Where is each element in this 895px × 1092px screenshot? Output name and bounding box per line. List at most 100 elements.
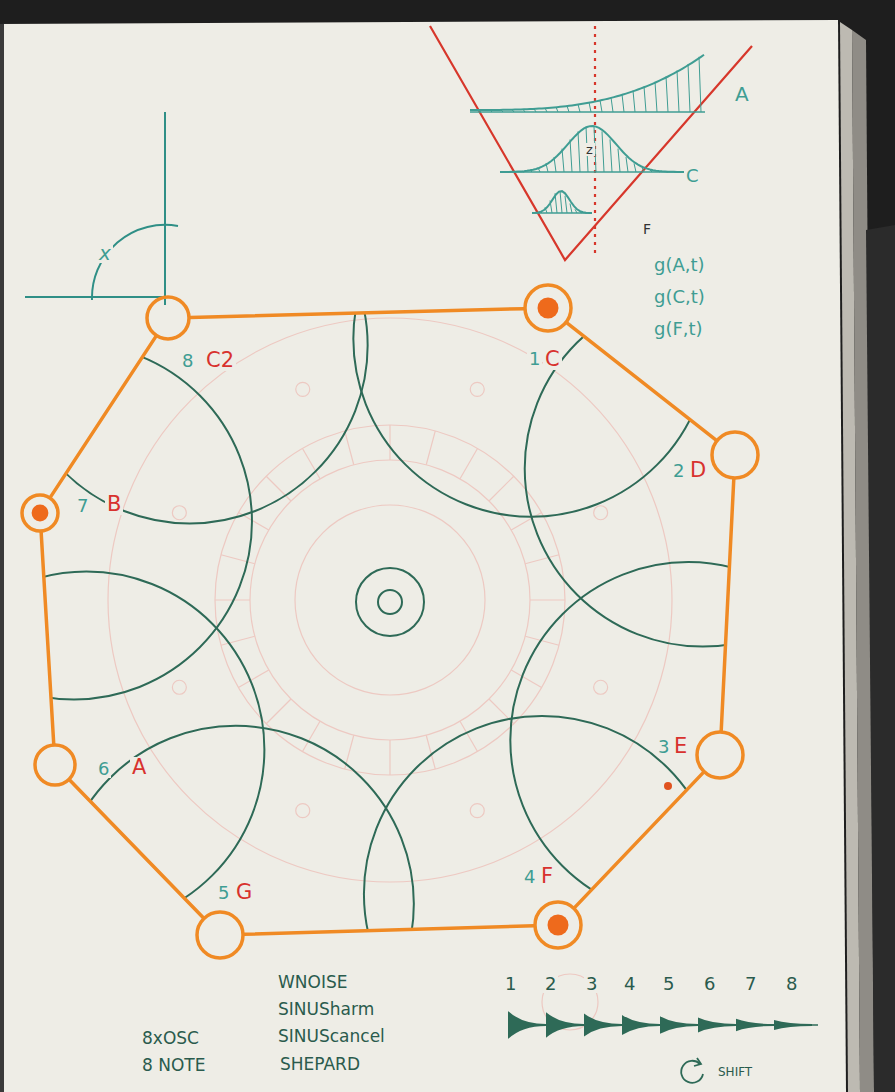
hatch [479, 110, 481, 112]
step-number: 6 [96, 760, 111, 778]
circle-ring [525, 285, 571, 331]
hatch [506, 171, 508, 172]
faint-ray [389, 740, 390, 775]
faint-ray [266, 476, 291, 501]
note-circle: 5G [195, 910, 245, 960]
hatch [565, 196, 567, 213]
curve-label: C [684, 167, 701, 185]
step-number: 4 [622, 975, 637, 993]
step-number: 4 [522, 868, 537, 886]
circle-outline [533, 900, 583, 950]
faint-circle [594, 680, 608, 694]
curve [532, 191, 592, 213]
step-number: 2 [671, 462, 686, 480]
circle-ring [712, 432, 758, 478]
octagon-side [41, 532, 54, 744]
angle-label: x [97, 243, 113, 263]
hatch [644, 86, 646, 112]
circle-outline [523, 283, 573, 333]
octagon-side [575, 772, 704, 907]
hatch [578, 131, 580, 172]
faint-circle [250, 460, 530, 740]
hatch [585, 212, 587, 213]
hatch [555, 193, 557, 213]
hatch [535, 212, 537, 213]
step-number: 2 [543, 975, 558, 993]
center-ring [378, 590, 402, 614]
hatch [578, 104, 580, 112]
hatch [514, 171, 516, 172]
step-number: 1 [527, 350, 542, 368]
faint-circle [172, 506, 186, 520]
decay-wedge [736, 1019, 774, 1031]
hatch [602, 131, 604, 172]
step-number: 7 [75, 497, 90, 515]
note-circle: 6A [33, 743, 77, 787]
octagon-side [190, 309, 524, 318]
sketch-arc [353, 161, 709, 517]
notebook-page [0, 20, 846, 1092]
faint-circle [215, 425, 565, 775]
hatch [530, 170, 532, 172]
mode-name: SINUScancel [276, 1028, 387, 1045]
note-circle: 8C2 [145, 295, 191, 341]
note-circle: 3E [695, 730, 745, 780]
shift-icon [681, 1058, 703, 1083]
step-number: 5 [216, 884, 231, 902]
function-label: g(C,t) [652, 288, 707, 306]
octagon-side [70, 780, 204, 918]
hatch [655, 82, 657, 112]
circle-ring [35, 745, 75, 785]
faint-ray [345, 431, 354, 465]
center-ring [356, 568, 424, 636]
sketch-arc [510, 562, 866, 918]
hatch [556, 107, 558, 112]
spec-note: 8xOSC [140, 1030, 201, 1047]
faint-circle [296, 804, 310, 818]
hatch [688, 64, 690, 112]
sketch-arc [0, 572, 264, 928]
note-name: F [539, 866, 555, 887]
faint-ray [389, 425, 390, 460]
decay-wedge [660, 1016, 698, 1034]
circle-outline [33, 743, 77, 787]
hatch [634, 163, 636, 172]
hatch [600, 100, 602, 112]
faint-ray [530, 599, 565, 600]
note-name: A [130, 757, 148, 778]
step-number: 8 [784, 975, 799, 993]
circle-outline [145, 295, 191, 341]
faint-ray [489, 476, 514, 501]
hatch [570, 139, 572, 172]
hatch [575, 209, 577, 213]
faint-circle [296, 382, 310, 396]
hatch [562, 149, 564, 172]
hatch [512, 110, 514, 112]
octagon-side [721, 479, 734, 731]
decay-wedge [584, 1014, 622, 1037]
filled-dot [538, 298, 559, 319]
function-label: g(F,t) [652, 320, 705, 338]
step-number: 7 [743, 975, 758, 993]
filled-dot [32, 505, 49, 522]
hatch [490, 110, 492, 112]
faint-ray [525, 555, 559, 564]
mode-name: SINUSharm [276, 1001, 376, 1018]
hatch [545, 108, 547, 112]
baseline [470, 111, 705, 112]
circle-ring [535, 902, 581, 948]
sketch-arc [12, 168, 368, 524]
note-circle: 1C [523, 283, 573, 333]
mode-name: WNOISE [276, 974, 349, 991]
baseline [500, 171, 688, 172]
decay-wedge [774, 1020, 812, 1030]
faint-ray [460, 448, 478, 478]
hatch [501, 110, 503, 112]
hatch [589, 102, 591, 112]
hatch [674, 171, 676, 172]
hatch [545, 207, 547, 213]
faint-circle [172, 680, 186, 694]
circle-outline [195, 910, 245, 960]
page-shadow [0, 24, 4, 1092]
